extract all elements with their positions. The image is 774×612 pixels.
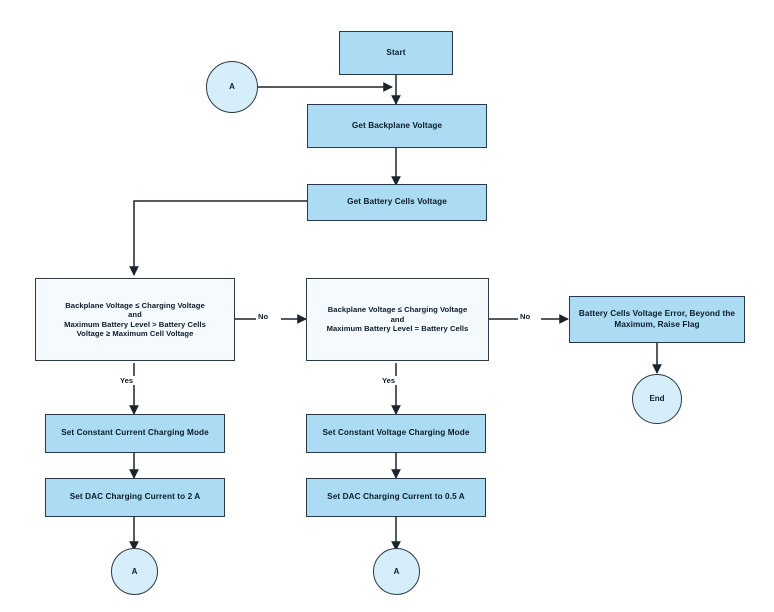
set-dac-current-05a-label: Set DAC Charging Current to 0.5 A (327, 492, 465, 502)
get-backplane-voltage-node[interactable]: Get Backplane Voltage (307, 104, 487, 148)
decision2-line-3: Maximum Battery Level = Battery Cells (326, 324, 469, 334)
set-dac-current-2a-label: Set DAC Charging Current to 2 A (69, 492, 201, 502)
edge-label-no-1: No (256, 312, 271, 321)
decision1-line-1: Backplane Voltage ≤ Charging Voltage (65, 300, 205, 310)
decision2-line-2: and (390, 314, 405, 324)
decision2-line-1: Backplane Voltage ≤ Charging Voltage (327, 305, 468, 315)
end-node[interactable]: End (632, 374, 682, 424)
decision-constant-current-node[interactable]: Backplane Voltage ≤ Charging Voltage and… (35, 278, 235, 361)
decision-constant-voltage-text: Backplane Voltage ≤ Charging Voltage and… (327, 305, 469, 333)
connector-a-bottom-left-label: A (131, 566, 138, 576)
end-node-label: End (649, 394, 665, 403)
get-battery-cells-voltage-label: Get Battery Cells Voltage (347, 197, 447, 207)
set-dac-current-05a-node[interactable]: Set DAC Charging Current to 0.5 A (306, 478, 486, 517)
connector-node-a-bottom-right[interactable]: A (373, 548, 420, 595)
get-backplane-voltage-label: Get Backplane Voltage (351, 120, 443, 130)
edge-label-yes-1: Yes (118, 376, 136, 385)
connector-a-bottom-right-label: A (393, 566, 400, 576)
connector-node-a-top[interactable]: A (206, 61, 258, 113)
set-dac-current-2a-node[interactable]: Set DAC Charging Current to 2 A (45, 478, 225, 517)
get-battery-cells-voltage-node[interactable]: Get Battery Cells Voltage (307, 184, 487, 221)
error-line-1: Battery Cells Voltage Error, Beyond the (578, 309, 736, 319)
battery-cells-voltage-error-text: Battery Cells Voltage Error, Beyond the … (570, 309, 744, 330)
set-constant-current-mode-label: Set Constant Current Charging Mode (61, 428, 209, 438)
decision1-line-4: Voltage ≥ Maximum Cell Voltage (76, 328, 194, 338)
start-node-label: Start (386, 47, 406, 57)
decision-constant-voltage-node[interactable]: Backplane Voltage ≤ Charging Voltage and… (306, 278, 489, 361)
error-line-2: Maximum, Raise Flag (614, 319, 700, 329)
decision1-line-3: Maximum Battery Level > Battery Cells (64, 319, 206, 329)
decision1-line-2: and (128, 310, 142, 320)
set-constant-voltage-mode-label: Set Constant Voltage Charging Mode (322, 428, 470, 438)
decision-constant-current-text: Backplane Voltage ≤ Charging Voltage and… (64, 301, 206, 339)
edge-label-no-2: No (518, 312, 533, 321)
battery-cells-voltage-error-node[interactable]: Battery Cells Voltage Error, Beyond the … (569, 296, 745, 343)
edge-label-yes-2: Yes (380, 376, 398, 385)
start-node[interactable]: Start (339, 31, 453, 75)
wire-cells-to-decision1 (129, 200, 307, 276)
connector-node-a-bottom-left[interactable]: A (111, 548, 158, 595)
connector-a-top-label: A (229, 82, 235, 91)
set-constant-current-mode-node[interactable]: Set Constant Current Charging Mode (45, 414, 225, 453)
set-constant-voltage-mode-node[interactable]: Set Constant Voltage Charging Mode (306, 414, 486, 453)
